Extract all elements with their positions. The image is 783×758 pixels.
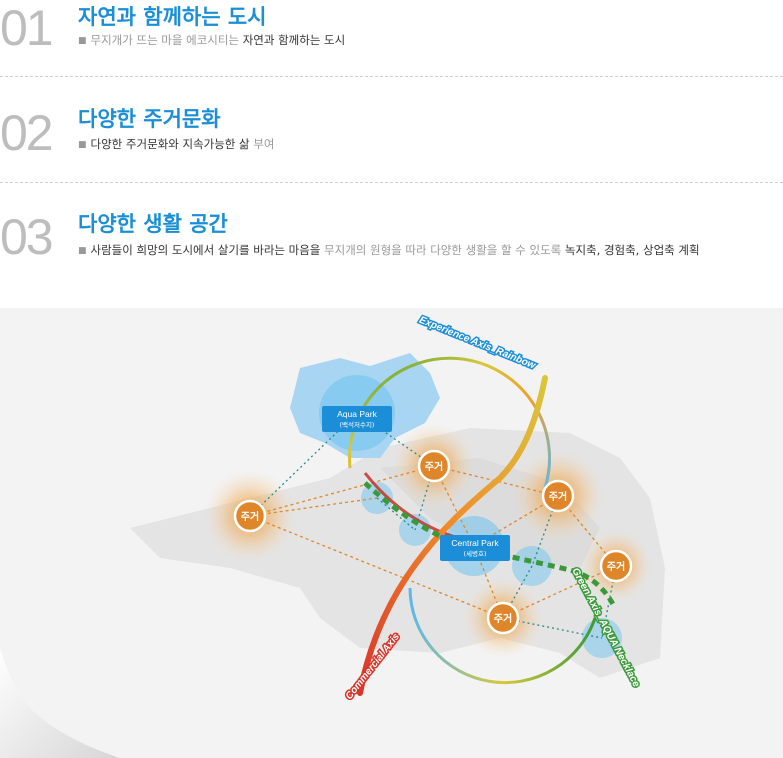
housing-badge: 주거 [233, 499, 267, 533]
svg-text:주거: 주거 [241, 510, 259, 523]
housing-badge: 주거 [486, 601, 520, 635]
aqua-park-label: Aqua Park (백석저수지) [322, 406, 392, 432]
central-park-label: Central Park (세병호) [440, 535, 510, 561]
svg-text:주거: 주거 [425, 460, 443, 473]
bullet-icon: ■ [78, 246, 87, 256]
housing-badge: 주거 [417, 449, 451, 483]
svg-text:주거: 주거 [549, 490, 567, 503]
svg-text:(백석저수지): (백석저수지) [340, 420, 375, 429]
lower-axis-arc [408, 587, 597, 685]
divider [0, 76, 783, 77]
svg-text:(세병호): (세병호) [463, 549, 486, 558]
item-description: ■무지개가 뜨는 마을 에코시티는 자연과 함께하는 도시 [78, 33, 346, 47]
bullet-icon: ■ [78, 36, 87, 46]
item-description: ■다양한 주거문화와 지속가능한 삶 부여 [78, 137, 275, 151]
item-number: 03 [0, 209, 54, 265]
divider [0, 182, 783, 183]
svg-text:주거: 주거 [607, 560, 625, 573]
item-number: 01 [0, 0, 54, 56]
item-description: ■사람들이 희망의 도시에서 살기를 바라는 마음을 무지개의 원형을 따라 다… [78, 243, 700, 257]
svg-text:주거: 주거 [494, 612, 512, 625]
item-number: 02 [0, 105, 54, 161]
svg-text:Aqua Park: Aqua Park [337, 409, 377, 419]
item-title: 자연과 함께하는 도시 [78, 5, 267, 29]
page-curl [0, 648, 120, 758]
housing-badge: 주거 [541, 479, 575, 513]
bullet-icon: ■ [78, 140, 87, 150]
svg-text:Central Park: Central Park [451, 538, 499, 548]
commercial-axis-curve [357, 375, 548, 696]
item-title: 다양한 주거문화 [78, 107, 221, 131]
item-title: 다양한 생활 공간 [78, 212, 228, 236]
housing-badge: 주거 [599, 549, 633, 583]
city-axis-map: Aqua Park (백석저수지) Central Park (세병호) 주거 … [0, 308, 783, 758]
